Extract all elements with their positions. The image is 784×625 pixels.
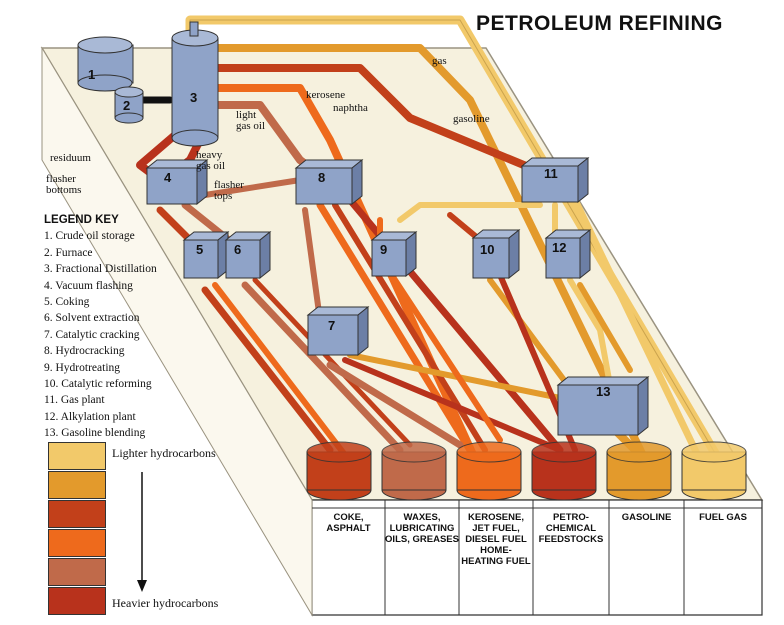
color-swatch [48,558,106,586]
process-unit-box [294,158,364,206]
crude-oil-storage-tank [77,36,134,92]
unit-number-8: 8 [318,170,326,185]
legend-item: 4. Vacuum flashing [44,279,133,292]
unit-number-9: 9 [380,242,388,257]
product-label: FUEL GAS [699,512,747,523]
product-tank [606,441,672,501]
label-naphtha: naphtha [333,102,368,114]
label-gasoline: gasoline [453,113,490,125]
pipe-gasoline [211,44,654,474]
color-swatch [48,587,106,615]
legend-item: 11. Gas plant [44,394,105,407]
process-unit-box [370,230,418,278]
legend-key: LEGEND KEY 1. Crude oil storage 2. Furna… [44,212,157,442]
color-swatch [48,471,106,499]
label-kerosene: kerosene [306,89,346,101]
label-flasher-tops: flasher tops [214,179,244,202]
process-unit-box [306,305,370,357]
legend-item: 13. Gasoline blending [44,427,146,440]
product-tank [531,441,597,501]
unit-number-11: 11 [544,166,558,181]
color-swatch [48,500,106,528]
product-label: WAXES, LUBRICATING OILS, GREASES [385,512,459,545]
distillation-tower [171,21,219,147]
heavier-hydrocarbons-label: Heavier hydrocarbons [112,596,219,610]
unit-number-2: 2 [123,98,131,113]
legend-item: 6. Solvent extraction [44,312,140,325]
label-gas: gas [432,55,447,67]
legend-item: 5. Coking [44,296,90,309]
color-swatch [48,529,106,557]
process-unit-box [182,230,230,280]
label-heavy-gas-oil: heavy gas oil [196,149,226,172]
process-unit-box [145,158,209,206]
legend-item: 8. Hydrocracking [44,345,125,358]
legend-heading: LEGEND KEY [44,214,119,226]
unit-number-5: 5 [196,242,204,257]
unit-number-6: 6 [234,242,242,257]
product-tank [681,441,747,501]
product-label: PETRO- CHEMICAL FEEDSTOCKS [538,512,604,545]
color-swatch [48,442,106,470]
product-tank [381,441,447,501]
unit-number-12: 12 [552,240,567,255]
product-label: KEROSENE, JET FUEL, DIESEL FUEL HOME- HE… [461,512,531,567]
legend-item: 1. Crude oil storage [44,230,135,243]
platform-left-side [41,46,313,617]
label-residuum: residuum [50,152,91,164]
legend-item: 10. Catalytic reforming [44,378,152,391]
legend-item: 9. Hydrotreating [44,361,121,374]
process-unit-box [471,228,521,280]
lighter-hydrocarbons-label: Lighter hydrocarbons [112,446,216,460]
unit-number-13: 13 [596,384,611,399]
product-tank [456,441,522,501]
process-unit-box [544,228,592,280]
legend-item: 2. Furnace [44,246,93,259]
process-unit-box [556,375,650,437]
hydrocarbon-color-scale [48,442,106,616]
process-unit-box [224,230,272,280]
unit-number-7: 7 [328,318,336,333]
unit-number-1: 1 [88,67,96,82]
pipe-naphtha [211,64,564,184]
legend-item: 3. Fractional Distillation [44,263,157,276]
page-title: PETROLEUM REFINING [476,12,724,35]
legend-item: 7. Catalytic cracking [44,328,140,341]
label-light-gas-oil: light gas oil [236,109,266,132]
unit-number-10: 10 [480,242,495,257]
pipe-kerosene [211,84,484,474]
furnace [114,86,144,124]
product-label: COKE, ASPHALT [326,512,371,534]
process-unit-box [520,156,590,204]
product-tank [306,441,372,501]
legend-item: 12. Alkylation plant [44,410,136,423]
unit-number-4: 4 [164,170,172,185]
unit-number-3: 3 [190,90,198,105]
product-label: GASOLINE [621,512,672,523]
label-flasher-bottoms: flasher bottoms [46,173,82,196]
